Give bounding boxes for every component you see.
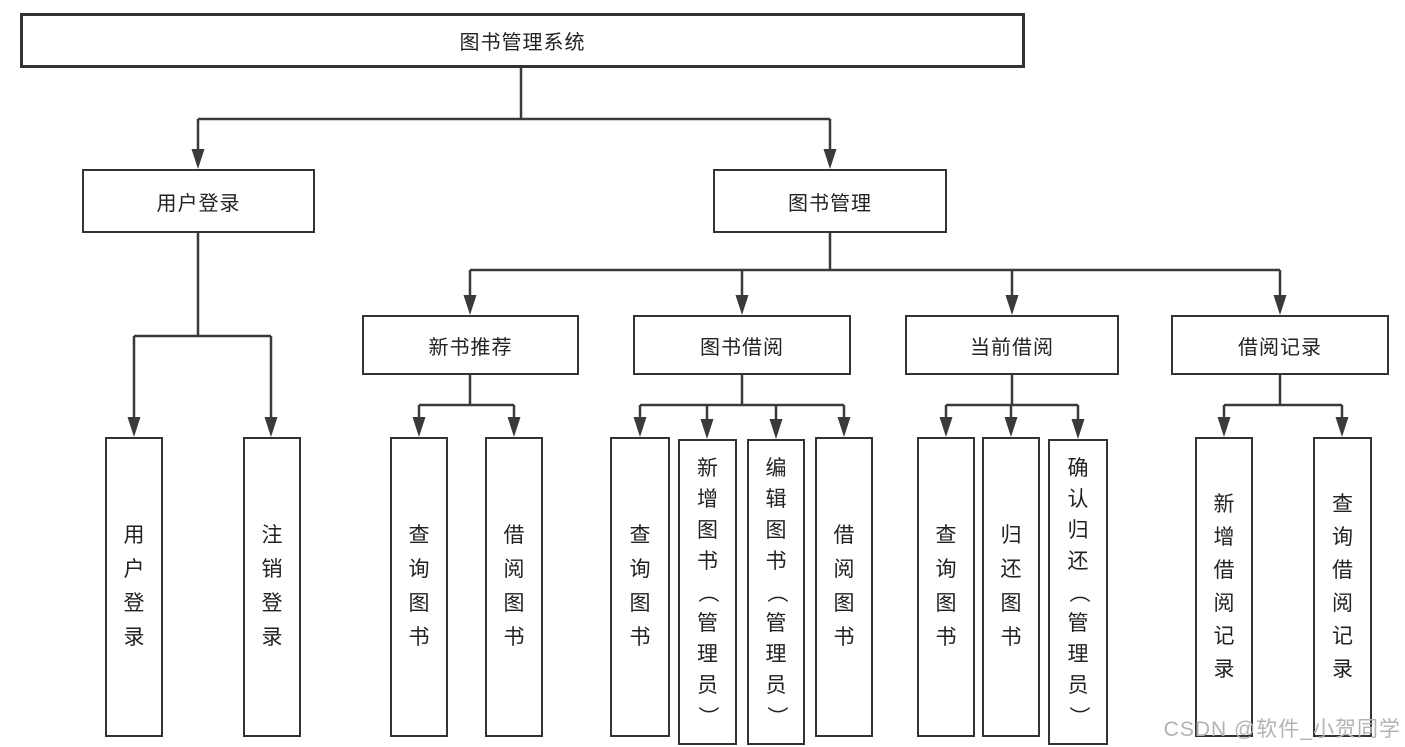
node-library-management-system: 图书管理系统 [20, 13, 1025, 68]
arrow-down-icon [823, 149, 837, 169]
arrow-down-icon [633, 417, 647, 437]
arrow-down-icon [1004, 417, 1018, 437]
arrow-down-icon [769, 419, 783, 439]
leaf-query-books-recommend: 查询图书 [390, 437, 448, 737]
arrow-down-icon [412, 417, 426, 437]
arrow-down-icon [939, 417, 953, 437]
leaf-borrow-books: 借阅图书 [815, 437, 873, 737]
node-borrow-records: 借阅记录 [1171, 315, 1389, 375]
leaf-confirm-return-admin: 确认归还（管理员） [1048, 439, 1108, 745]
arrow-down-icon [837, 417, 851, 437]
arrow-down-icon [507, 417, 521, 437]
arrow-down-icon [1005, 295, 1019, 315]
leaf-query-books-current: 查询图书 [917, 437, 975, 737]
connector-segments [132, 68, 1344, 421]
leaf-return-books: 归还图书 [982, 437, 1040, 737]
node-book-management: 图书管理 [713, 169, 947, 233]
arrow-down-icon [127, 417, 141, 437]
arrow-down-icon [463, 295, 477, 315]
arrow-down-icon [1273, 295, 1287, 315]
arrow-down-icon [1217, 417, 1231, 437]
arrow-down-icon [264, 417, 278, 437]
leaf-add-books-admin: 新增图书（管理员） [678, 439, 737, 745]
leaf-edit-books-admin: 编辑图书（管理员） [747, 439, 805, 745]
arrow-down-icon [191, 149, 205, 169]
leaf-logout: 注销登录 [243, 437, 301, 737]
arrow-down-icon [735, 295, 749, 315]
arrow-down-icon [700, 419, 714, 439]
leaf-query-books-borrow: 查询图书 [610, 437, 670, 737]
node-new-book-recommend: 新书推荐 [362, 315, 579, 375]
arrow-down-icon [1335, 417, 1349, 437]
node-user-login: 用户登录 [82, 169, 315, 233]
leaf-borrow-books-recommend: 借阅图书 [485, 437, 543, 737]
leaf-user-login: 用户登录 [105, 437, 163, 737]
arrowheads [127, 149, 1349, 439]
node-current-borrow: 当前借阅 [905, 315, 1119, 375]
leaf-add-borrow-record: 新增借阅记录 [1195, 437, 1253, 737]
node-book-borrow: 图书借阅 [633, 315, 851, 375]
leaf-query-borrow-record: 查询借阅记录 [1313, 437, 1372, 737]
csdn-watermark: CSDN @软件_小贺同学 [1163, 718, 1401, 741]
arrow-down-icon [1071, 419, 1085, 439]
